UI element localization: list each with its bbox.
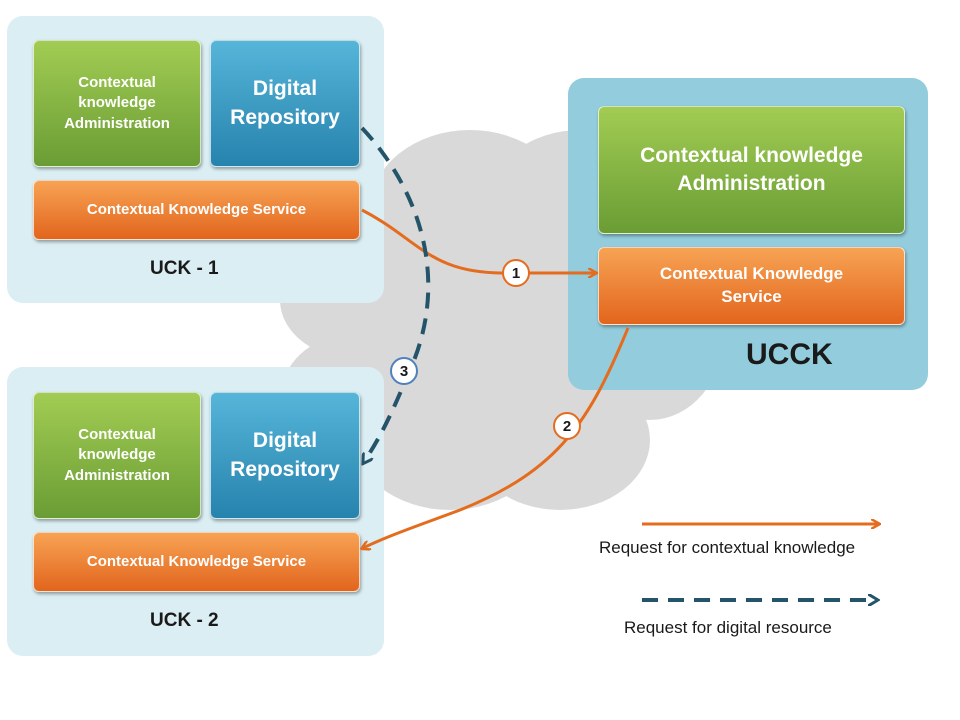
ucck-label: UCCK	[746, 338, 833, 371]
uck2-label: UCK - 2	[150, 610, 219, 631]
step-badge-3: 3	[390, 357, 418, 385]
ucck-service-box: Contextual Knowledge Service	[598, 247, 905, 325]
uck1-label: UCK - 1	[150, 258, 219, 279]
uck2-admin-box: Contextual knowledge Administration	[33, 392, 201, 519]
request-arrow-2	[363, 327, 630, 548]
step-badge-2: 2	[553, 412, 581, 440]
ucck-admin-box: Contextual knowledge Administration	[598, 106, 905, 234]
uck2-service-box: Contextual Knowledge Service	[33, 532, 360, 592]
legend-digital-label: Request for digital resource	[624, 618, 832, 637]
legend-contextual-label: Request for contextual knowledge	[599, 538, 856, 557]
request-arrow-1	[361, 208, 595, 273]
resource-arrow-3	[360, 126, 431, 462]
uck1-repository-box: Digital Repository	[210, 40, 360, 167]
uck1-service-box: Contextual Knowledge Service	[33, 180, 360, 240]
uck1-admin-box: Contextual knowledge Administration	[33, 40, 201, 167]
uck2-repository-box: Digital Repository	[210, 392, 360, 519]
step-badge-1: 1	[502, 259, 530, 287]
